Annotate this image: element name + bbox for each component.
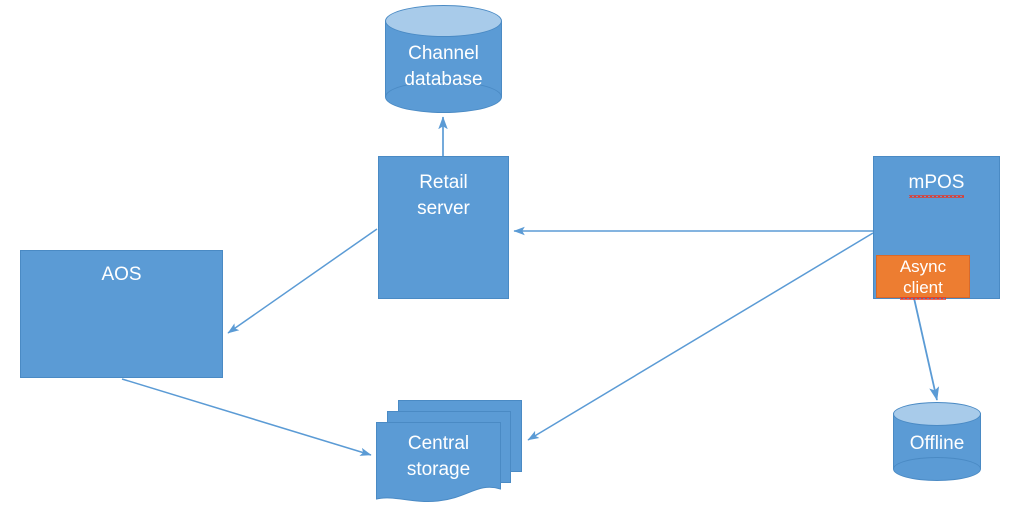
cylinder-top-ellipse bbox=[893, 402, 981, 426]
connector-aos-to-central-storage bbox=[121, 378, 372, 456]
node-retail-server[interactable]: Retail server bbox=[378, 156, 509, 299]
cylinder-bottom-ellipse bbox=[893, 457, 981, 481]
cylinder-top-ellipse bbox=[385, 5, 502, 37]
cylinder-bottom-ellipse bbox=[385, 81, 502, 113]
spellcheck-underline-mpos: mPOS bbox=[908, 170, 964, 198]
node-channel-database[interactable]: Channel database bbox=[385, 5, 502, 113]
node-label-aos: AOS bbox=[101, 264, 142, 285]
node-offline[interactable]: Offline bbox=[893, 402, 981, 481]
connector-retail-server-to-aos bbox=[227, 228, 378, 334]
spellcheck-underline-async-client: Async client bbox=[899, 257, 947, 300]
stack-sheet-front bbox=[376, 422, 501, 502]
node-async-client[interactable]: Async client bbox=[876, 255, 970, 300]
node-label-async-client: Async client bbox=[877, 256, 969, 300]
connector-mpos-to-central-storage bbox=[527, 232, 874, 441]
node-aos[interactable]: AOS bbox=[20, 250, 223, 378]
connector-async-client-to-offline bbox=[913, 297, 940, 401]
node-label-mpos: mPOS bbox=[874, 170, 999, 198]
node-central-storage[interactable]: Central storage bbox=[376, 400, 522, 505]
node-label-retail-server: Retail server bbox=[417, 172, 470, 219]
